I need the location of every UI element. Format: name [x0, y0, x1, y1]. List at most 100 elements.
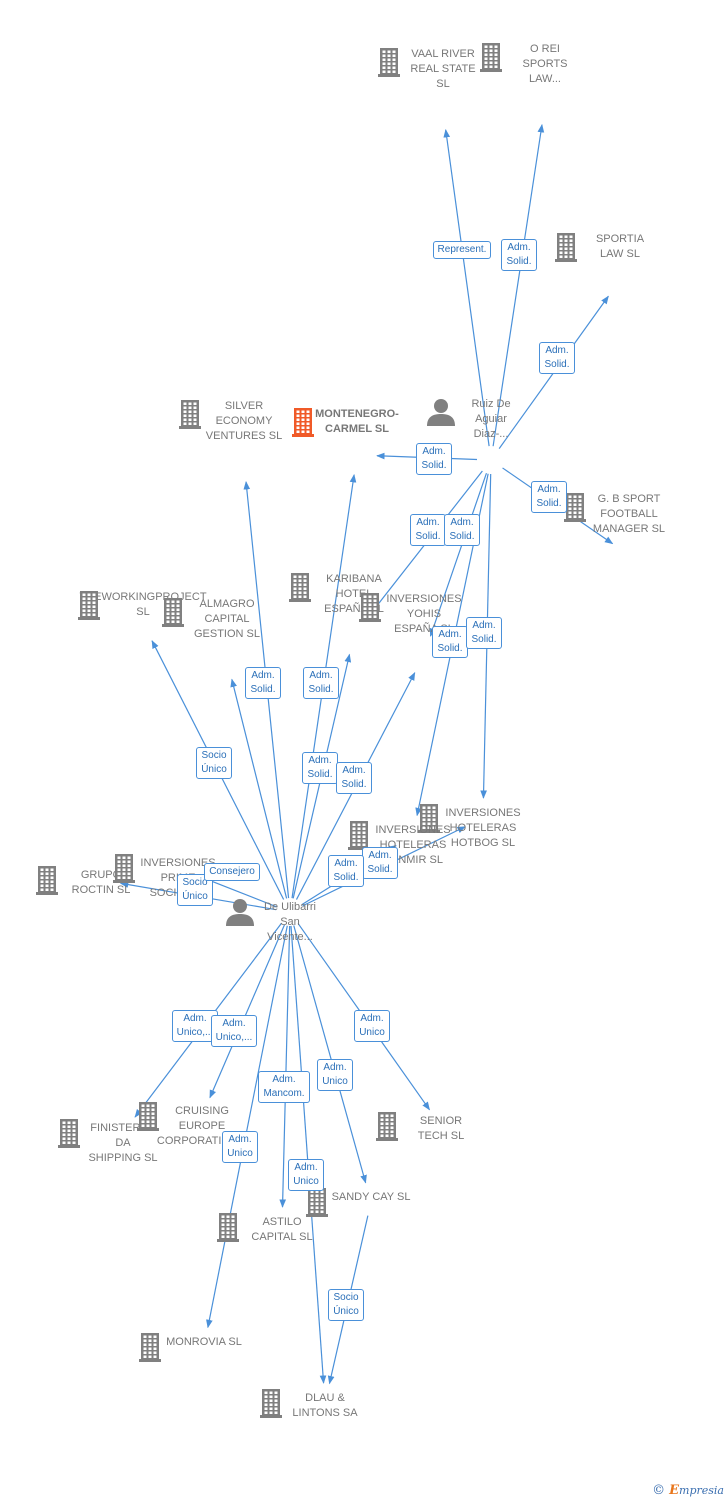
- brand-initial: E: [669, 1483, 680, 1498]
- company-node-monrovia[interactable]: MONROVIA SL: [139, 1332, 269, 1362]
- node-label-line: INVERSIONES: [445, 807, 521, 819]
- edge-role-badge: Adm.Solid.: [444, 514, 480, 546]
- node-label: SILVER ECONOMY VENTURES SL: [179, 399, 309, 444]
- edge-role-badge: Adm.Solid.: [410, 514, 446, 546]
- edge-role-badge: Adm.Solid.: [302, 752, 338, 784]
- edge-ulibarri-cruising: [209, 924, 286, 1099]
- node-label-line: ALMAGRO: [199, 598, 255, 610]
- node-label-line: VAAL RIVER: [411, 48, 475, 60]
- brand-name: mpresia: [679, 1484, 724, 1497]
- edge-role-badge: Adm.Solid.: [531, 481, 567, 513]
- node-label-line: SILVER: [224, 400, 264, 412]
- node-label-line: YOHIS: [406, 608, 442, 620]
- edge-role-badge: Adm.Unico: [288, 1159, 324, 1191]
- edge-ruiz-yohis: [429, 473, 488, 637]
- node-label-line: VENTURES SL: [205, 430, 283, 442]
- node-label-line: SPORTS: [522, 58, 568, 70]
- node-label: MONTENEGRO- CARMEL SL: [292, 407, 422, 437]
- node-label-line: DA: [115, 1137, 131, 1149]
- node-label-line: DLAU &: [305, 1392, 345, 1404]
- edge-role-badge: Adm.Solid.: [539, 342, 575, 374]
- node-label: DLAU &LINTONS SA: [260, 1391, 390, 1421]
- node-label-line: O REI: [530, 43, 560, 55]
- node-label-line: SHIPPING SL: [88, 1152, 158, 1164]
- node-label-line: San: [280, 916, 300, 928]
- node-label-line: SANDY CAY SL: [331, 1191, 411, 1203]
- edge-role-badge: Adm.Solid.: [362, 847, 398, 879]
- node-label-line: CARMEL SL: [325, 423, 389, 435]
- company-node-gbsport[interactable]: G. B SPORT FOOTBALL MANAGER SL: [564, 492, 694, 540]
- footer-brand: ©Empresia: [652, 1483, 724, 1498]
- edge-ulibarri-astilo: [279, 925, 291, 1208]
- node-label-line: G. B SPORT: [597, 493, 661, 505]
- company-node-monte[interactable]: MONTENEGRO- CARMEL SL: [292, 407, 422, 440]
- company-node-dlau[interactable]: DLAU &LINTONS SA: [260, 1388, 390, 1421]
- node-label: SENIOR TECH SL: [376, 1114, 506, 1144]
- edge-ruiz-vaal: [443, 128, 490, 447]
- edge-ulibarri-sandy: [293, 925, 367, 1184]
- edge-role-badge: Adm.Solid.: [416, 443, 452, 475]
- node-label-line: Aguiar: [475, 413, 507, 425]
- edge-role-badge: Adm.Solid.: [245, 667, 281, 699]
- company-node-silver[interactable]: SILVER ECONOMY VENTURES SL: [179, 399, 309, 447]
- node-label-line: TECH SL: [417, 1130, 465, 1142]
- edge-role-badge: Represent.: [432, 241, 492, 259]
- node-label-line: KARIBANA: [326, 573, 382, 585]
- node-label-line: SENIOR: [419, 1115, 463, 1127]
- node-label: G. B SPORT FOOTBALL MANAGER SL: [564, 492, 694, 537]
- company-node-senior[interactable]: SENIOR TECH SL: [376, 1111, 506, 1144]
- edge-ruiz-orei: [492, 123, 545, 447]
- node-label-line: ASTILO: [262, 1216, 302, 1228]
- edge-ulibarri-almagro: [230, 678, 288, 899]
- node-label-line: FOOTBALL: [600, 508, 658, 520]
- edge-role-badge: Adm.Unico,...: [210, 1015, 258, 1047]
- node-label-line: EUROPE: [178, 1120, 226, 1132]
- node-label-line: MANAGER SL: [592, 523, 666, 535]
- edge-role-badge: Adm.Solid.: [501, 239, 537, 271]
- node-label: MONROVIA SL: [139, 1335, 269, 1350]
- node-label-line: ECONOMY: [215, 415, 273, 427]
- edge-role-badge: Adm.Solid.: [336, 762, 372, 794]
- edge-role-badge: Adm.Solid.: [432, 626, 468, 658]
- node-label: SANDY CAY SL: [306, 1190, 436, 1205]
- edge-ulibarri-dlau: [290, 925, 327, 1384]
- node-label-line: REAL STATE: [410, 63, 476, 75]
- node-label-line: Vicente...: [267, 931, 313, 943]
- node-label-line: INVERSIONES: [375, 824, 451, 836]
- edge-role-badge: Adm.Unico: [222, 1131, 258, 1163]
- node-label-line: INVERSIONES: [140, 857, 216, 869]
- node-label-line: CRUISING: [175, 1105, 229, 1117]
- node-label-line: SPORTIA: [595, 233, 645, 245]
- copyright-symbol: ©: [652, 1483, 666, 1498]
- edge-role-badge: Consejero: [204, 863, 260, 881]
- node-label-line: HANMIR SL: [383, 854, 443, 866]
- node-label-line: INVERSIONES: [386, 593, 462, 605]
- edge-role-badge: Adm.Solid.: [303, 667, 339, 699]
- node-label-line: MONTENEGRO-: [315, 408, 399, 420]
- edge-ulibarri-monrovia: [206, 925, 288, 1329]
- node-label-line: CAPITAL: [204, 613, 250, 625]
- company-node-sandy[interactable]: SANDY CAY SL: [306, 1187, 436, 1217]
- edge-role-badge: Adm.Solid.: [466, 617, 502, 649]
